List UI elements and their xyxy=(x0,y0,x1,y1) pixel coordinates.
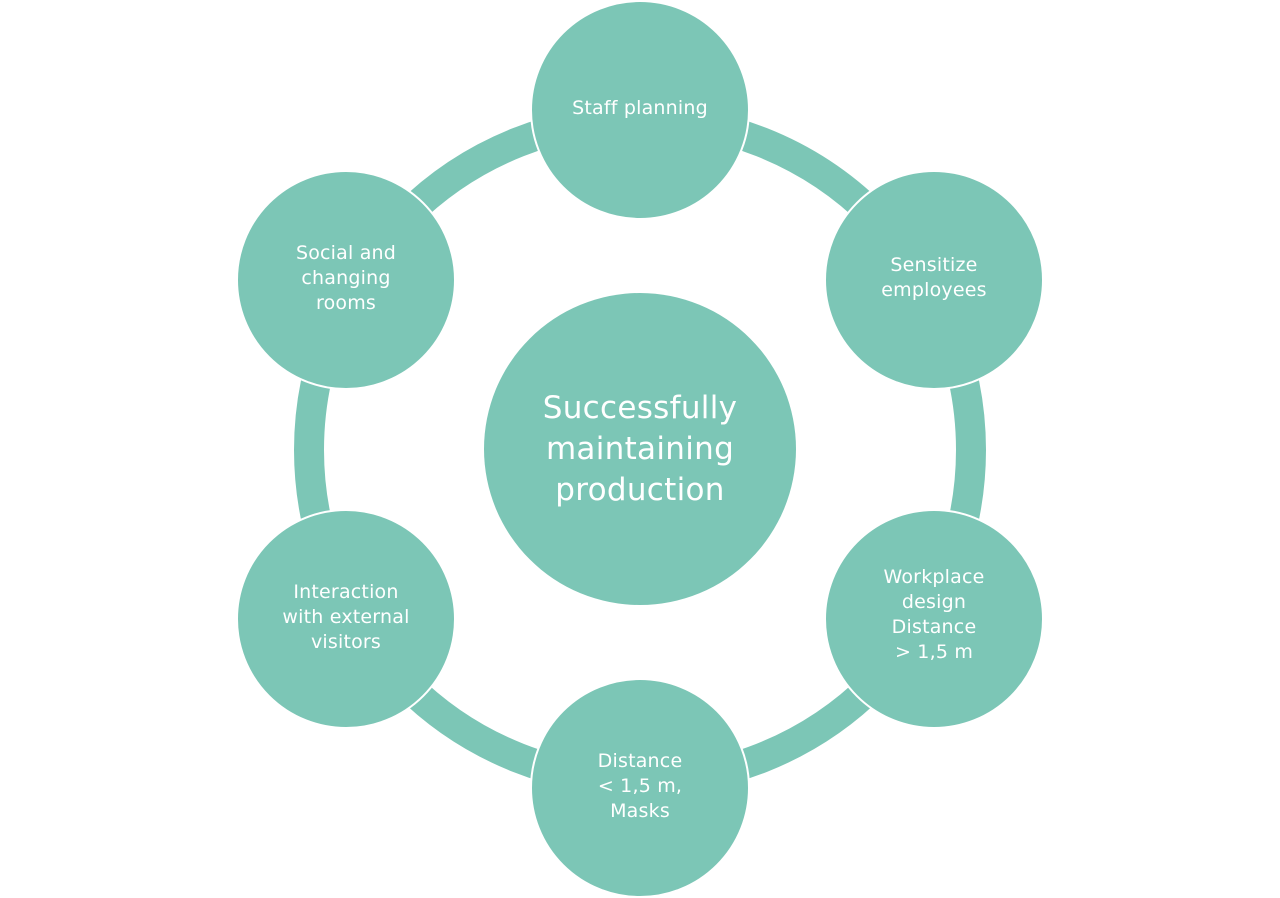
node-workplace-design: Workplace design Distance > 1,5 m xyxy=(824,509,1044,729)
center-circle: Successfully maintaining production xyxy=(484,293,796,605)
node-label-workplace-design: Workplace design Distance > 1,5 m xyxy=(883,566,985,663)
node-label-staff-planning: Staff planning xyxy=(572,96,708,119)
node-staff-planning: Staff planning xyxy=(530,0,750,220)
node-label-social-changing-rooms: Social and changing rooms xyxy=(295,241,397,314)
node-label-sensitize-employees: Sensitize employees xyxy=(881,254,987,301)
center-label: Successfully maintaining production xyxy=(542,389,738,508)
node-distance-masks: Distance < 1,5 m, Masks xyxy=(530,678,750,898)
node-social-changing-rooms: Social and changing rooms xyxy=(236,170,456,390)
node-external-visitors: Interaction with external visitors xyxy=(236,509,456,729)
node-label-distance-masks: Distance < 1,5 m, Masks xyxy=(597,749,683,822)
node-label-external-visitors: Interaction with external visitors xyxy=(282,580,410,653)
node-sensitize-employees: Sensitize employees xyxy=(824,170,1044,390)
